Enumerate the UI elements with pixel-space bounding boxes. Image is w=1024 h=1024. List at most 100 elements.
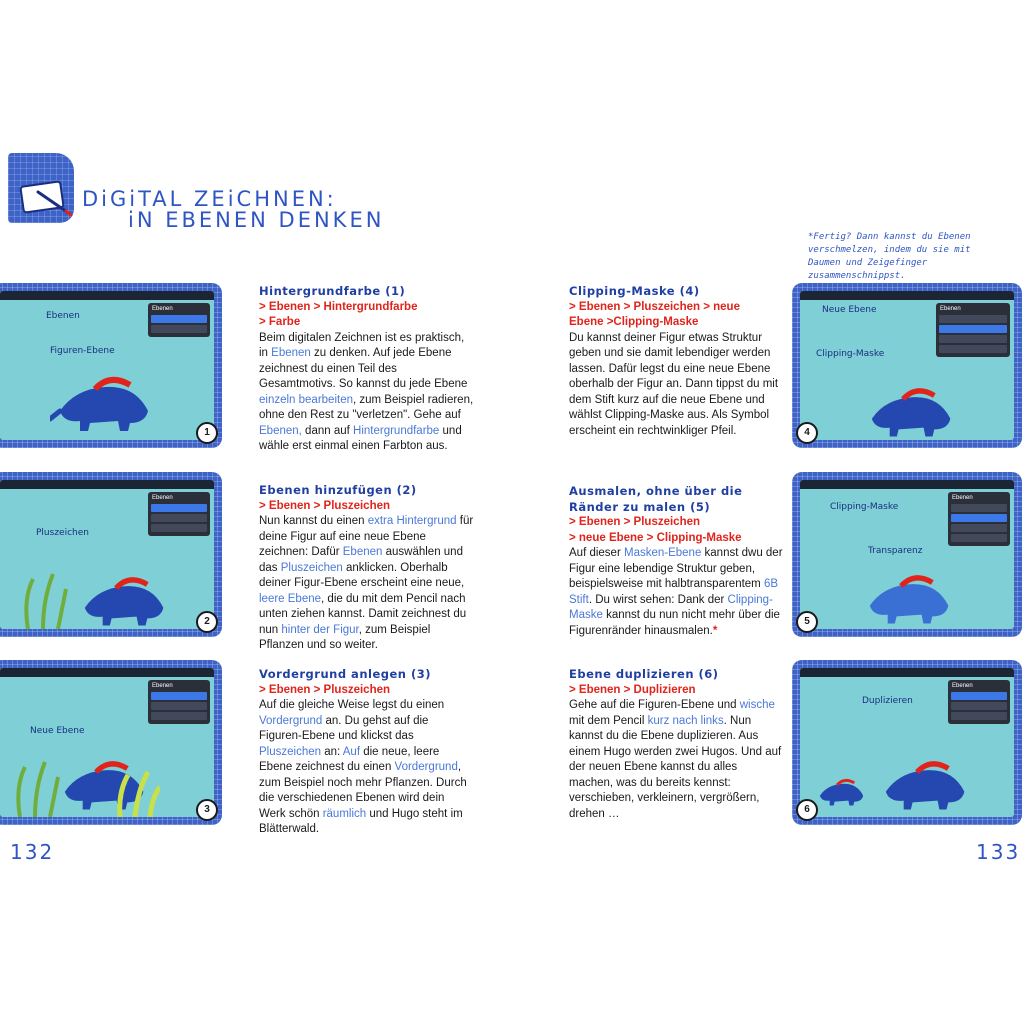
layers-panel-title: Ebenen bbox=[152, 683, 173, 689]
hugo-figure bbox=[50, 376, 148, 431]
layer-row bbox=[951, 712, 1007, 720]
label-duplizieren: Duplizieren bbox=[862, 696, 913, 706]
section-body: Du kannst deiner Figur etwas Struktur ge… bbox=[569, 331, 784, 440]
label-pluszeichen: Pluszeichen bbox=[36, 528, 89, 538]
toolbar bbox=[0, 480, 214, 489]
hugo-figure bbox=[869, 575, 949, 624]
menu-path-line: Ebene >Clipping-Maske bbox=[569, 316, 699, 328]
keyword: Hintergrundfarbe bbox=[353, 424, 440, 437]
hugo-figure-copy bbox=[819, 778, 864, 806]
section-heading: Clipping-Maske (4) bbox=[569, 284, 700, 298]
section-heading: Ebene duplizieren (6) bbox=[569, 667, 719, 681]
step-number: 1 bbox=[196, 422, 218, 444]
menu-path-line: > Ebenen > Pluszeichen bbox=[259, 499, 391, 512]
keyword: Clipping-Maske bbox=[569, 593, 773, 622]
keyword: Ebenen bbox=[271, 347, 311, 359]
body-text: Nun kannst du einen bbox=[259, 515, 368, 527]
keyword: Ebenen bbox=[342, 546, 383, 558]
body-text: und wähle erst einmal einen Farbton aus. bbox=[259, 424, 462, 453]
toolbar bbox=[0, 291, 214, 300]
keyword: Ebenen, bbox=[259, 424, 302, 437]
step-number: 5 bbox=[796, 611, 818, 633]
hugo-figure bbox=[871, 388, 951, 437]
label-neue-ebene: Neue Ebene bbox=[30, 726, 85, 736]
menu-path-line: > neue Ebene > Clipping-Maske bbox=[569, 531, 742, 544]
keyword: hinter der Figur bbox=[281, 623, 359, 636]
section-ebene-duplizieren: Ebene duplizieren (6) > Ebenen > Duplizi… bbox=[569, 667, 784, 822]
section-body: Nun kannst du einen extra Hintergrund fü… bbox=[259, 514, 474, 654]
label-clipping-maske: Clipping-Maske bbox=[830, 502, 899, 512]
foreground-plant-drawing bbox=[117, 770, 160, 817]
procreate-screen: Ebenen Clipping-Maske Transparenz bbox=[800, 480, 1014, 629]
body-text: und Hugo steht im Blätterwald. bbox=[259, 807, 463, 836]
procreate-screen: Ebenen Neue Ebene bbox=[0, 668, 214, 817]
body-text: , zum Beispiel radieren, ohne den Rest z… bbox=[259, 393, 474, 422]
keyword: Pluszeichen bbox=[280, 561, 343, 574]
layer-row bbox=[939, 315, 1007, 323]
body-text: die neue, leere Ebene zeichnest du einen bbox=[259, 745, 440, 774]
layer-row bbox=[151, 524, 207, 532]
label-figuren-ebene: Figuren-Ebene bbox=[50, 346, 115, 356]
body-text: Du kannst deiner Figur etwas Struktur ge… bbox=[569, 331, 779, 437]
body-text: anklicken. Oberhalb deiner Figur-Ebene e… bbox=[259, 561, 465, 590]
layers-panel: Ebenen bbox=[936, 303, 1010, 357]
section-body: Gehe auf die Figuren-Ebene und wische mi… bbox=[569, 698, 784, 822]
layers-panel-title: Ebenen bbox=[952, 683, 973, 689]
keyword: 6B Stift bbox=[569, 578, 779, 606]
layer-row bbox=[151, 514, 207, 522]
layer-row bbox=[151, 702, 207, 710]
keyword: leere Ebene bbox=[259, 592, 322, 605]
layers-panel: Ebenen bbox=[948, 492, 1010, 546]
label-clipping-maske: Clipping-Maske bbox=[816, 349, 885, 359]
layers-panel: Ebenen bbox=[148, 680, 210, 724]
section-body: Auf die gleiche Weise legst du einen Vor… bbox=[259, 698, 474, 838]
body-text: Auf die gleiche Weise legst du einen bbox=[259, 699, 445, 711]
layers-panel-title: Ebenen bbox=[152, 495, 173, 501]
section-ebenen-hinzufuegen: Ebenen hinzufügen (2) > Ebenen > Pluszei… bbox=[259, 483, 474, 654]
body-text: , zum Beispiel Pflanzen und so weiter. bbox=[259, 623, 431, 652]
step-number: 2 bbox=[196, 611, 218, 633]
layer-row bbox=[939, 345, 1007, 353]
layers-panel-title: Ebenen bbox=[940, 306, 961, 312]
screenshot-2: Ebenen Pluszeichen 2 bbox=[0, 472, 222, 637]
hugo-figure bbox=[84, 577, 164, 626]
toolbar bbox=[800, 668, 1014, 677]
section-heading: Vordergrund anlegen (3) bbox=[259, 667, 431, 681]
layer-row bbox=[151, 712, 207, 720]
keyword: Masken-Ebene bbox=[623, 547, 702, 559]
page-number-left: 132 bbox=[10, 840, 55, 864]
page-title-line1: DiGiTAL ZEiCHNEN: bbox=[82, 187, 337, 211]
section-heading: Hintergrundfarbe (1) bbox=[259, 284, 406, 298]
layer-row bbox=[951, 524, 1007, 532]
layer-row bbox=[951, 692, 1007, 700]
section-body: Auf dieser Masken-Ebene kannst dwu der F… bbox=[569, 546, 784, 639]
body-text: , die du mit dem Pencil nach unten ziehe… bbox=[259, 592, 467, 636]
procreate-screen: Ebenen Pluszeichen bbox=[0, 480, 214, 629]
label-transparenz: Transparenz bbox=[868, 546, 923, 556]
body-text: Beim digitalen Zeichnen ist es praktisch… bbox=[259, 331, 465, 344]
layers-panel-title: Ebenen bbox=[952, 495, 973, 501]
layer-row bbox=[951, 504, 1007, 512]
menu-path-line: > Ebenen > Hintergrundfarbe bbox=[259, 300, 418, 313]
keyword: Vordergrund bbox=[394, 761, 458, 773]
toolbar bbox=[800, 291, 1014, 300]
body-text: für deine Figur auf eine neue Ebene zeic… bbox=[259, 515, 474, 558]
screenshot-6: Ebenen Duplizieren 6 bbox=[792, 660, 1022, 825]
label-neue-ebene: Neue Ebene bbox=[822, 305, 877, 315]
body-text: . Du wirst sehen: Dank der bbox=[588, 593, 728, 606]
side-note: *Fertig? Dann kannst du Ebenen verschmel… bbox=[808, 232, 971, 281]
plant-drawing bbox=[16, 761, 60, 817]
menu-path-line: > Ebenen > Pluszeichen bbox=[259, 683, 391, 696]
layers-panel: Ebenen bbox=[948, 680, 1010, 724]
body-text: Gehe auf die Figuren-Ebene und bbox=[569, 699, 740, 711]
menu-path-line: > Ebenen > Duplizieren bbox=[569, 683, 696, 696]
layers-panel: Ebenen bbox=[148, 303, 210, 337]
section-heading: Ebenen hinzufügen (2) bbox=[259, 483, 417, 497]
screenshot-3: Ebenen Neue Ebene 3 bbox=[0, 660, 222, 825]
body-text: kannst du nun nicht mehr über die Figure… bbox=[569, 609, 780, 637]
body-text: in bbox=[259, 347, 272, 359]
keyword: Vordergrund bbox=[259, 714, 323, 727]
layer-row bbox=[151, 504, 207, 512]
body-text: Auf dieser bbox=[569, 547, 624, 559]
